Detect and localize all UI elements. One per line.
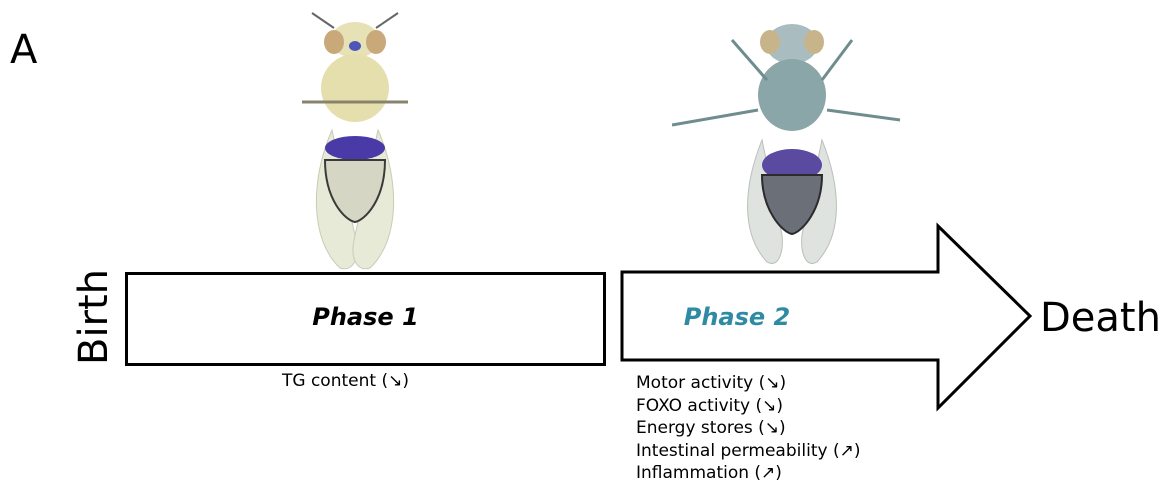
death-label: Death (1040, 298, 1161, 338)
phase2-note-energy-stores: Energy stores (↘) (636, 417, 860, 440)
phase1-label: Phase 1 (125, 303, 606, 331)
phase2-note-intestinal-permeability: Intestinal permeability (↗) (636, 440, 860, 463)
birth-label: Birth (74, 269, 114, 365)
phase2-label: Phase 2 (622, 303, 852, 331)
phase2-note-foxo-activity: FOXO activity (↘) (636, 395, 860, 418)
phase2-note-inflammation: Inflammation (↗) (636, 462, 860, 485)
phase2-notes-list: Motor activity (↘) FOXO activity (↘) Ene… (636, 372, 860, 485)
phase1-note: TG content (↘) (282, 371, 409, 391)
phase2-note-motor-activity: Motor activity (↘) (636, 372, 860, 395)
